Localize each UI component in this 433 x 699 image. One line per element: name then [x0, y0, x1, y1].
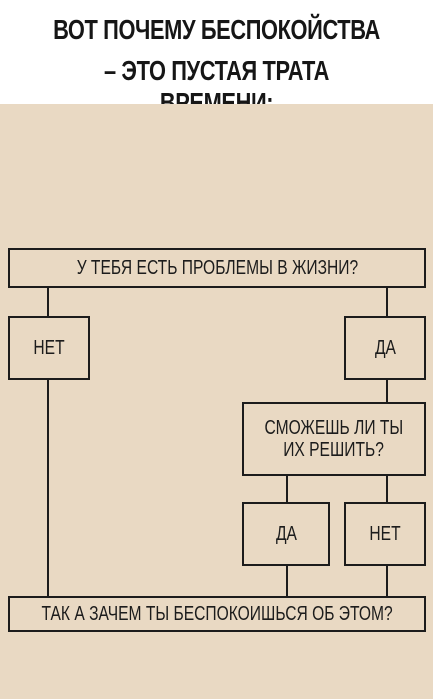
title-line-1: ВОТ ПОЧЕМУ БЕСПОКОЙСТВА — [53, 14, 380, 45]
conclusion-box: ТАК А ЗАЧЕМ ТЫ БЕСПОКОИШЬСЯ ОБ ЭТОМ? — [8, 596, 426, 632]
sub-yes-box: ДА — [242, 502, 330, 566]
sub-yes-text: ДА — [275, 523, 297, 545]
subquestion-line-2: ИХ РЕШИТЬ? — [283, 439, 385, 461]
yes-text: ДА — [374, 337, 396, 359]
question-box: У ТЕБЯ ЕСТЬ ПРОБЛЕМЫ В ЖИЗНИ? — [8, 248, 426, 288]
subquestion-box: СМОЖЕШЬ ЛИ ТЫ ИХ РЕШИТЬ? — [242, 402, 426, 476]
subquestion-line-1: СМОЖЕШЬ ЛИ ТЫ — [264, 417, 404, 439]
no-text: НЕТ — [33, 337, 65, 359]
header: ВОТ ПОЧЕМУ БЕСПОКОЙСТВА – ЭТО ПУСТАЯ ТРА… — [0, 0, 433, 118]
sub-no-text: НЕТ — [369, 523, 401, 545]
conclusion-text: ТАК А ЗАЧЕМ ТЫ БЕСПОКОИШЬСЯ ОБ ЭТОМ? — [41, 603, 393, 625]
question-text: У ТЕБЯ ЕСТЬ ПРОБЛЕМЫ В ЖИЗНИ? — [76, 257, 358, 279]
no-box: НЕТ — [8, 316, 90, 380]
sub-no-box: НЕТ — [344, 502, 426, 566]
yes-box: ДА — [344, 316, 426, 380]
